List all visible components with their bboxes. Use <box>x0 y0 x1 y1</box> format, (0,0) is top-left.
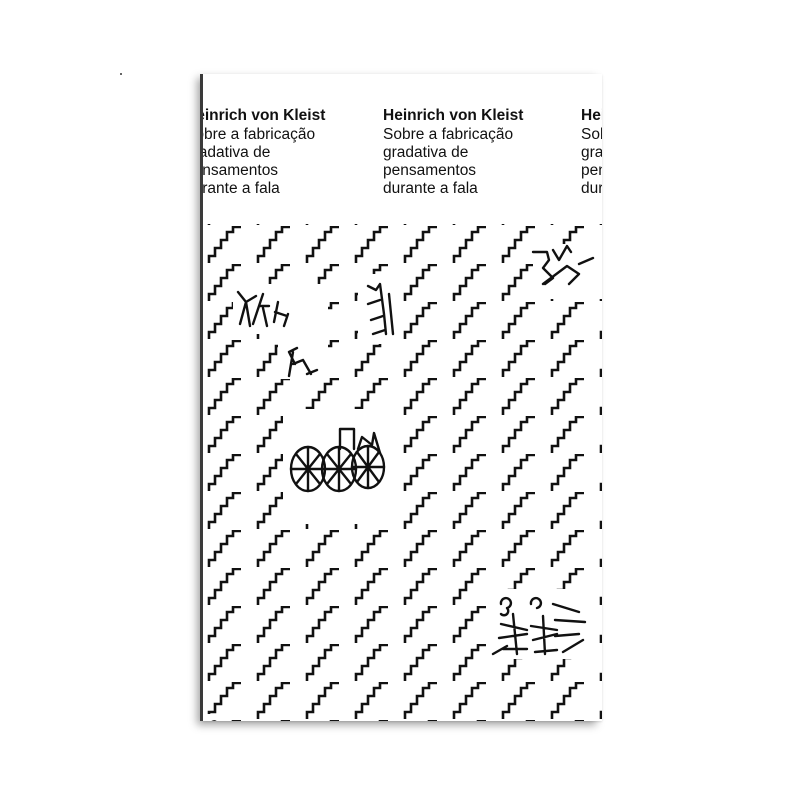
title-block-left: Heinrich von Kleist Sobre a fabricação g… <box>203 106 375 198</box>
book-cover: Heinrich von Kleist Sobre a fabricação g… <box>203 74 602 721</box>
stick-figures-drawing <box>236 290 319 378</box>
tree-drawing <box>366 282 395 336</box>
speck <box>120 73 122 75</box>
author-name: Heinrich von Kleist <box>581 107 602 124</box>
plant-drawing <box>531 244 595 286</box>
title-line-1: Sobre a fabricação <box>383 126 514 143</box>
title-line-2: gradativa de <box>581 144 602 161</box>
title-block-right: Heinrich von Kleist Sobre a fabricação g… <box>581 106 602 198</box>
title-line-3: pensamentos <box>581 162 602 179</box>
title-line-2: gradativa de <box>203 144 271 161</box>
title-line-4: durante a fala <box>581 180 602 197</box>
train-drawing <box>289 427 386 493</box>
title-line-3: pensamentos <box>383 162 477 179</box>
author-name: Heinrich von Kleist <box>203 107 326 124</box>
staircase-pattern-illustration <box>203 224 602 721</box>
title-line-4: durante a fala <box>383 180 478 197</box>
title-line-3: pensamentos <box>203 162 279 179</box>
title-line-1: Sobre a fabricação <box>203 126 316 143</box>
title-line-1: Sobre a fabricação <box>581 126 602 143</box>
author-name: Heinrich von Kleist <box>383 107 524 124</box>
insects-drawing <box>491 596 587 656</box>
title-line-2: gradativa de <box>383 144 469 161</box>
title-line-4: durante a fala <box>203 180 280 197</box>
title-block-center: Heinrich von Kleist Sobre a fabricação g… <box>383 106 573 198</box>
